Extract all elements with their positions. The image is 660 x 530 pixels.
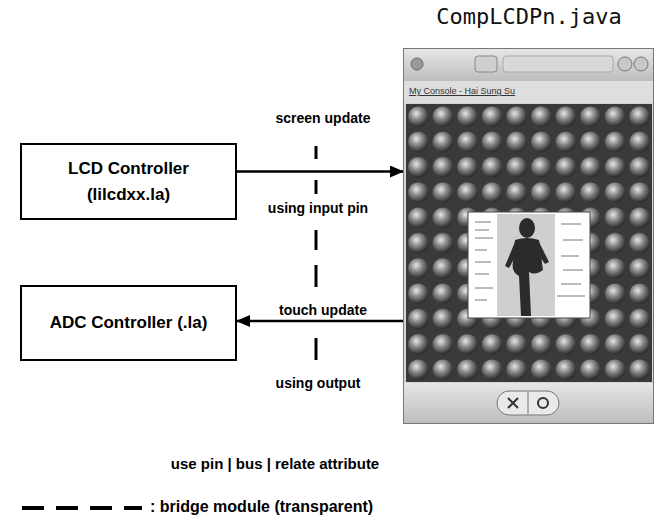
- box-label: ADC Controller (.la): [49, 310, 209, 336]
- controller-box: LCD Controller (lilcdxx.la): [20, 143, 237, 220]
- legend-dash-sample: [20, 500, 144, 516]
- window-illustration: [403, 0, 655, 426]
- bridge-dashes: [315, 146, 318, 360]
- box-label: LCD Controller (lilcdxx.la): [49, 156, 209, 207]
- window-title: My Console - Hai Sung Su: [409, 86, 515, 96]
- edge-label: touch update: [276, 302, 370, 318]
- edge-label: screen update: [273, 110, 374, 126]
- window-heading: CompLCDPn.java: [403, 4, 655, 29]
- arrow-connector: [237, 320, 403, 323]
- app-window: CompLCDPn.java My Console - Hai Sung Su: [403, 0, 655, 425]
- legend-text: : bridge module (transparent): [150, 498, 373, 516]
- annotation-label: using output: [273, 375, 364, 391]
- annotation-label: using input pin: [265, 200, 371, 216]
- annotation-label: use pin | bus | relate attribute: [168, 455, 382, 472]
- arrow-connector: [237, 170, 403, 173]
- controller-box: ADC Controller (.la): [20, 285, 237, 361]
